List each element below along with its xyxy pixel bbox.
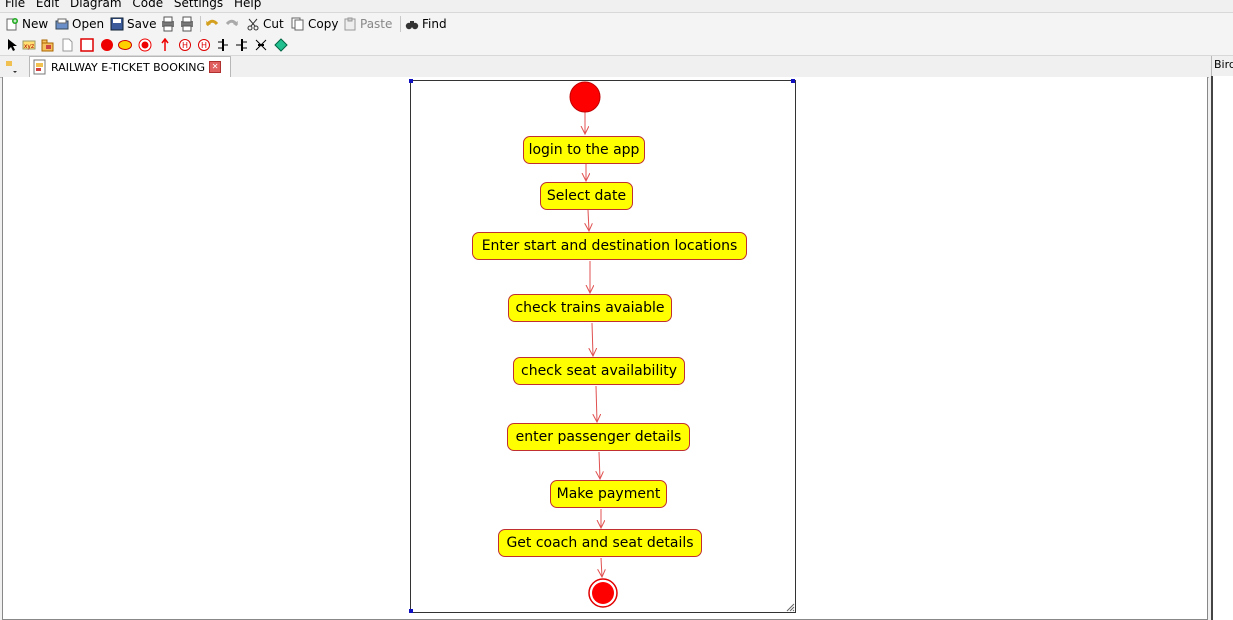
print-icon[interactable] [160,15,176,33]
paste-clipboard-icon [344,17,356,31]
deep-history-icon[interactable]: H [197,38,211,52]
copy-icon [291,17,304,31]
save-disk-icon [110,17,124,31]
tab-railway-e-ticket-booking[interactable]: RAILWAY E-TICKET BOOKING ✕ [29,56,231,77]
new-button[interactable]: New [5,15,48,33]
activity-select-date[interactable]: Select date [540,182,633,210]
history-state-icon[interactable]: H [178,38,192,52]
bird-view-title: Bird [1211,56,1233,76]
note-icon[interactable] [60,38,74,52]
activity-passenger-details[interactable]: enter passenger details [507,423,690,451]
tab-title: RAILWAY E-TICKET BOOKING [51,60,206,74]
transition-arrow [592,322,593,356]
package-icon[interactable] [41,38,55,52]
print-preview-icon[interactable] [179,15,195,33]
svg-text:H: H [201,41,207,50]
menu-file[interactable]: File [5,0,26,10]
menu-diagram[interactable]: Diagram [70,0,122,10]
activity-check-trains[interactable]: check trains avaiable [508,294,672,322]
bird-view-pane [1211,76,1233,620]
synchronization-icon[interactable] [254,38,268,52]
transition-arrow [601,557,602,577]
menu-settings[interactable]: Settings [173,0,224,10]
final-state-icon[interactable] [138,38,152,52]
cut-button[interactable]: Cut [246,15,284,33]
toolbar-separator [200,16,201,32]
menu-help[interactable]: Help [233,0,262,10]
resize-grip-icon[interactable] [785,602,795,612]
open-button[interactable]: Open [55,15,104,33]
main-toolbar: New Open Save Cut Copy Paste Find [0,12,1233,36]
activity-icon[interactable] [118,38,132,52]
activity-check-seats[interactable]: check seat availability [513,357,685,385]
save-button[interactable]: Save [110,15,156,33]
final-node-inner [592,582,614,604]
toolbar-separator [400,16,401,32]
activity-make-payment[interactable]: Make payment [550,480,667,508]
menu-bar: File Edit Diagram Code Settings Help [0,0,1233,11]
selection-handle[interactable] [409,79,413,83]
state-rectangle-icon[interactable] [80,38,94,52]
pointer-icon[interactable] [5,38,19,52]
tab-list-dropdown-icon[interactable] [4,59,20,75]
initial-state-icon[interactable] [100,38,114,52]
activity-enter-locations[interactable]: Enter start and destination locations [472,232,747,260]
binoculars-icon [405,21,419,30]
decision-diamond-icon[interactable] [274,38,288,52]
transition-arrow [596,385,597,422]
redo-icon[interactable] [224,15,240,33]
scissors-icon [247,18,259,31]
menu-edit[interactable]: Edit [35,0,60,10]
svg-text:xyz: xyz [24,43,34,50]
fork-vertical-icon[interactable] [216,38,230,52]
selection-handle[interactable] [791,79,795,83]
transition-arrow-icon[interactable] [158,38,172,52]
open-folder-icon [55,18,69,30]
close-tab-icon[interactable]: ✕ [209,61,222,73]
svg-text:H: H [182,41,188,50]
diagram-file-icon [33,59,46,75]
selection-handle[interactable] [409,609,413,613]
initial-node[interactable] [569,81,601,113]
paste-button[interactable]: Paste [343,15,392,33]
find-button[interactable]: Find [405,15,447,33]
transition-arrow [599,451,600,479]
activity-login[interactable]: login to the app [523,136,645,164]
copy-button[interactable]: Copy [291,15,338,33]
undo-icon[interactable] [204,15,220,33]
note-text-icon[interactable]: xyz [22,38,36,52]
menu-code[interactable]: Code [132,0,164,10]
new-file-icon [6,18,18,31]
join-vertical-icon[interactable] [235,38,249,52]
transition-arrow [588,209,589,231]
diagram-tools-toolbar: xyz H H [0,35,1233,56]
activity-coach-seat-details[interactable]: Get coach and seat details [498,529,702,557]
